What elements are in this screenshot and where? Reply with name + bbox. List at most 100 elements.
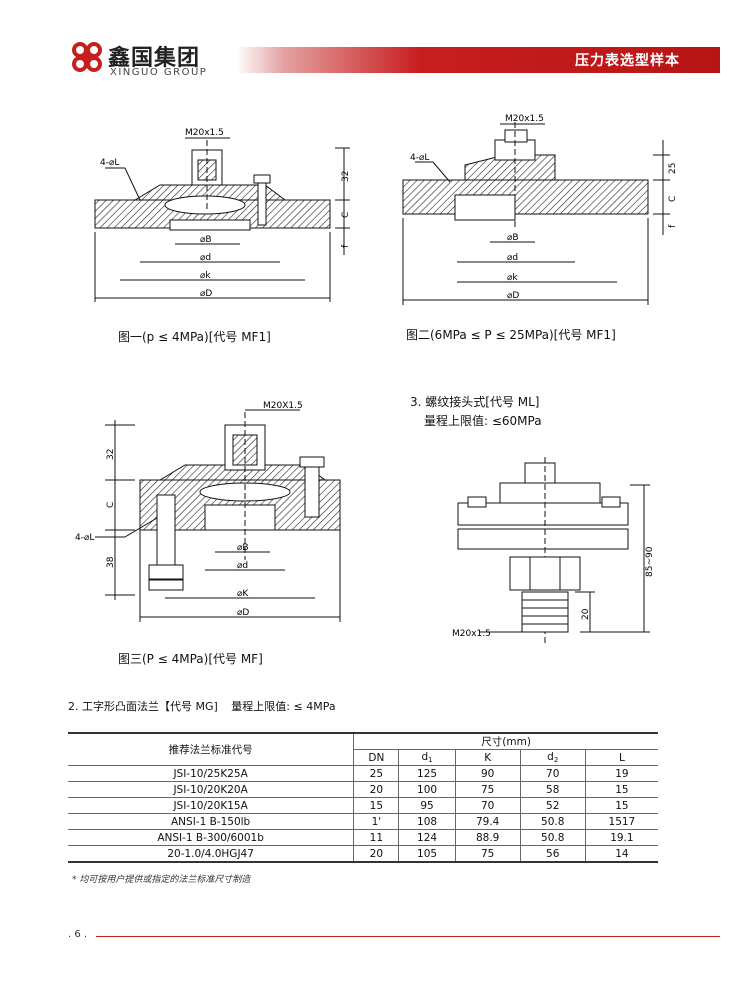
figure-3-caption: 图三(P ≤ 4MPa)[代号 MF] (118, 652, 263, 666)
dimension-cell: 50.8 (520, 813, 586, 830)
fig2-D-label: ⌀D (507, 291, 519, 301)
brand-name-cn: 鑫国集团 (108, 46, 201, 71)
flange-standard-cell: ANSI-1 B-150lb (68, 813, 355, 830)
dimension-cell: 58 (520, 781, 586, 798)
dimension-cell: 1' (353, 813, 400, 830)
fig3-D-label: ⌀D (237, 608, 249, 618)
fig1-c-label: C (341, 212, 351, 218)
dimension-cell: 50.8 (520, 829, 586, 846)
fig3-h38-label: 38 (106, 556, 116, 568)
fig2-holes-label: 4-⌀L (410, 153, 429, 163)
fig2-h25-label: 25 (668, 163, 678, 174)
dimension-cell: 15 (585, 781, 658, 798)
xinguo-logo-icon (72, 42, 102, 72)
footnote: * 均可按用户提供或指定的法兰标准尺寸制造 (72, 875, 251, 885)
dimension-cell: 1517 (585, 813, 658, 830)
flange-standard-cell: JSI-10/20K20A (68, 781, 355, 798)
fig4-thread-label: M20x1.5 (452, 629, 491, 639)
figure-2-caption: 图二(6MPa ≤ P ≤ 25MPa)[代号 MF1] (406, 328, 616, 342)
dimension-cell: 15 (585, 797, 658, 814)
fig3-holes-label: 4-⌀L (75, 533, 94, 543)
fig1-k-label: ⌀k (200, 271, 211, 281)
column-header: DN (353, 749, 400, 766)
fig2-f-label: f (668, 224, 678, 228)
figure-4-diagram: 85~90 20 M20x1.5 (452, 457, 655, 645)
page-title: 压力表选型样本 (575, 53, 680, 69)
figure-4-heading: 3. 螺纹接头式[代号 ML] (410, 395, 540, 409)
dimension-cell: 19.1 (585, 829, 658, 846)
dimension-cell: 20 (353, 845, 400, 863)
fig3-k-label: ⌀K (237, 589, 249, 599)
fig1-holes-label: 4-⌀L (100, 158, 119, 168)
fig2-k-label: ⌀k (507, 273, 518, 283)
column-header: d1 (398, 749, 456, 766)
figure-3-diagram: M20X1.5 4-⌀L 32 C 38 ⌀B ⌀d ⌀K ⌀D (75, 401, 341, 622)
dimension-cell: 95 (398, 797, 456, 814)
fig2-b-label: ⌀B (507, 233, 519, 243)
std-header: 推荐法兰标准代号 (68, 732, 355, 766)
section-2-range: 量程上限值: ≤ 4MPa (231, 700, 336, 713)
fig1-D-label: ⌀D (200, 289, 212, 299)
dimension-cell: 15 (353, 797, 400, 814)
fig3-c-label: C (106, 502, 116, 508)
dimension-cell: 75 (455, 781, 521, 798)
fig1-d-label: ⌀d (200, 253, 211, 263)
dimension-cell: 14 (585, 845, 658, 863)
fig1-f-label: f (341, 244, 351, 248)
footer-rule (96, 936, 720, 937)
fig4-h20-label: 20 (581, 608, 591, 620)
dimension-cell: 90 (455, 765, 521, 782)
fig3-b-label: ⌀B (237, 543, 249, 553)
fig1-b-label: ⌀B (200, 235, 212, 245)
fig1-h32-label: 32 (341, 171, 351, 182)
dimension-cell: 20 (353, 781, 400, 798)
header-bar (236, 47, 720, 73)
column-header: L (585, 749, 658, 766)
fig2-thread-label: M20x1.5 (505, 114, 544, 124)
dimension-cell: 124 (398, 829, 456, 846)
fig2-d-label: ⌀d (507, 253, 518, 263)
flange-standard-cell: 20-1.0/4.0HGJ47 (68, 845, 355, 863)
fig3-d-label: ⌀d (237, 561, 248, 571)
dimension-cell: 70 (455, 797, 521, 814)
flange-standard-cell: JSI-10/25K25A (68, 765, 355, 782)
dimension-cell: 108 (398, 813, 456, 830)
figure-4-range: 量程上限值: ≤60MPa (424, 414, 542, 428)
brand-name-en: XINGUO GROUP (110, 67, 208, 78)
dimension-cell: 25 (353, 765, 400, 782)
dimension-cell: 52 (520, 797, 586, 814)
dimension-cell: 19 (585, 765, 658, 782)
column-header: K (455, 749, 521, 766)
figure-1-diagram: M20x1.5 4-⌀L 32 C f ⌀B ⌀d ⌀k ⌀D (94, 128, 351, 302)
fig4-h85-label: 85~90 (645, 546, 655, 577)
dimension-cell: 79.4 (455, 813, 521, 830)
fig2-c-label: C (668, 196, 678, 202)
fig3-thread-label: M20X1.5 (263, 401, 303, 411)
dimension-cell: 70 (520, 765, 586, 782)
section-2-heading: 2. 工字形凸面法兰【代号 MG] 量程上限值: ≤ 4MPa (68, 698, 336, 714)
page-number: . 6 . (68, 929, 88, 940)
dimension-cell: 56 (520, 845, 586, 863)
dimension-cell: 75 (455, 845, 521, 863)
section-2-title: 2. 工字形凸面法兰【代号 MG] (68, 700, 218, 713)
dimension-cell: 11 (353, 829, 400, 846)
figure-1-caption: 图一(p ≤ 4MPa)[代号 MF1] (118, 330, 271, 344)
dimension-cell: 100 (398, 781, 456, 798)
fig1-thread-label: M20x1.5 (185, 128, 224, 138)
fig3-h32-label: 32 (106, 449, 116, 460)
dimension-cell: 88.9 (455, 829, 521, 846)
dimension-cell: 125 (398, 765, 456, 782)
dimension-cell: 105 (398, 845, 456, 863)
size-header: 尺寸(mm) (353, 732, 658, 750)
flange-standard-cell: JSI-10/20K15A (68, 797, 355, 814)
figure-2-diagram: M20x1.5 4-⌀L 25 C f ⌀B ⌀d ⌀k ⌀D (402, 114, 678, 305)
flange-standard-cell: ANSI-1 B-300/6001b (68, 829, 355, 846)
column-header: d2 (520, 749, 586, 766)
